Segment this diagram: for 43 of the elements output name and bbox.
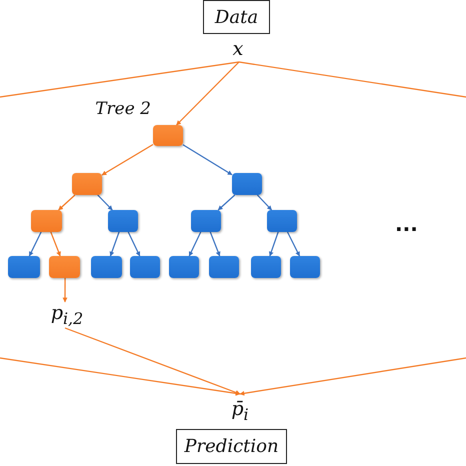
arrow [256,194,272,210]
ellipsis: ... [395,212,418,236]
arrow [176,62,240,126]
arrow [128,232,140,256]
math-label: p$_{i,2}$ [50,302,84,328]
label-box: Data [203,0,270,34]
tree-node-box [108,210,138,232]
connector-line [238,61,466,98]
tree-node-box [31,210,62,232]
arrow [62,278,68,302]
math-label: p̄$_{i}$ [231,398,249,424]
arrow [97,194,113,210]
tree-node-box [191,210,221,232]
tree-node-box [267,210,297,232]
arrow [0,357,240,396]
tree-title: Tree 2 [95,99,151,119]
arrow [240,357,466,396]
tree-node-box [251,256,281,278]
arrow [28,232,42,256]
arrow [182,144,232,176]
arrow [102,144,154,176]
arrow [218,194,236,210]
tree-node-box [72,173,102,195]
arrow [64,327,240,395]
tree-node-box [8,256,40,278]
tree-node-box [232,173,262,195]
tree-node-box [169,256,199,278]
label-box: Prediction [176,429,287,464]
arrow [58,194,76,210]
tree-node-box [130,256,160,278]
tree-node-box [290,256,320,278]
arrow [50,232,61,256]
tree-node-box [49,256,80,278]
math-label: x [232,38,244,60]
arrow [188,232,202,256]
tree-node-box [91,256,122,278]
arrow [210,232,220,256]
arrow [268,232,279,256]
arrow [110,232,120,256]
connector-line [0,61,240,98]
tree-node-box [209,256,239,278]
tree-node-box [153,125,183,146]
arrow [286,232,300,256]
